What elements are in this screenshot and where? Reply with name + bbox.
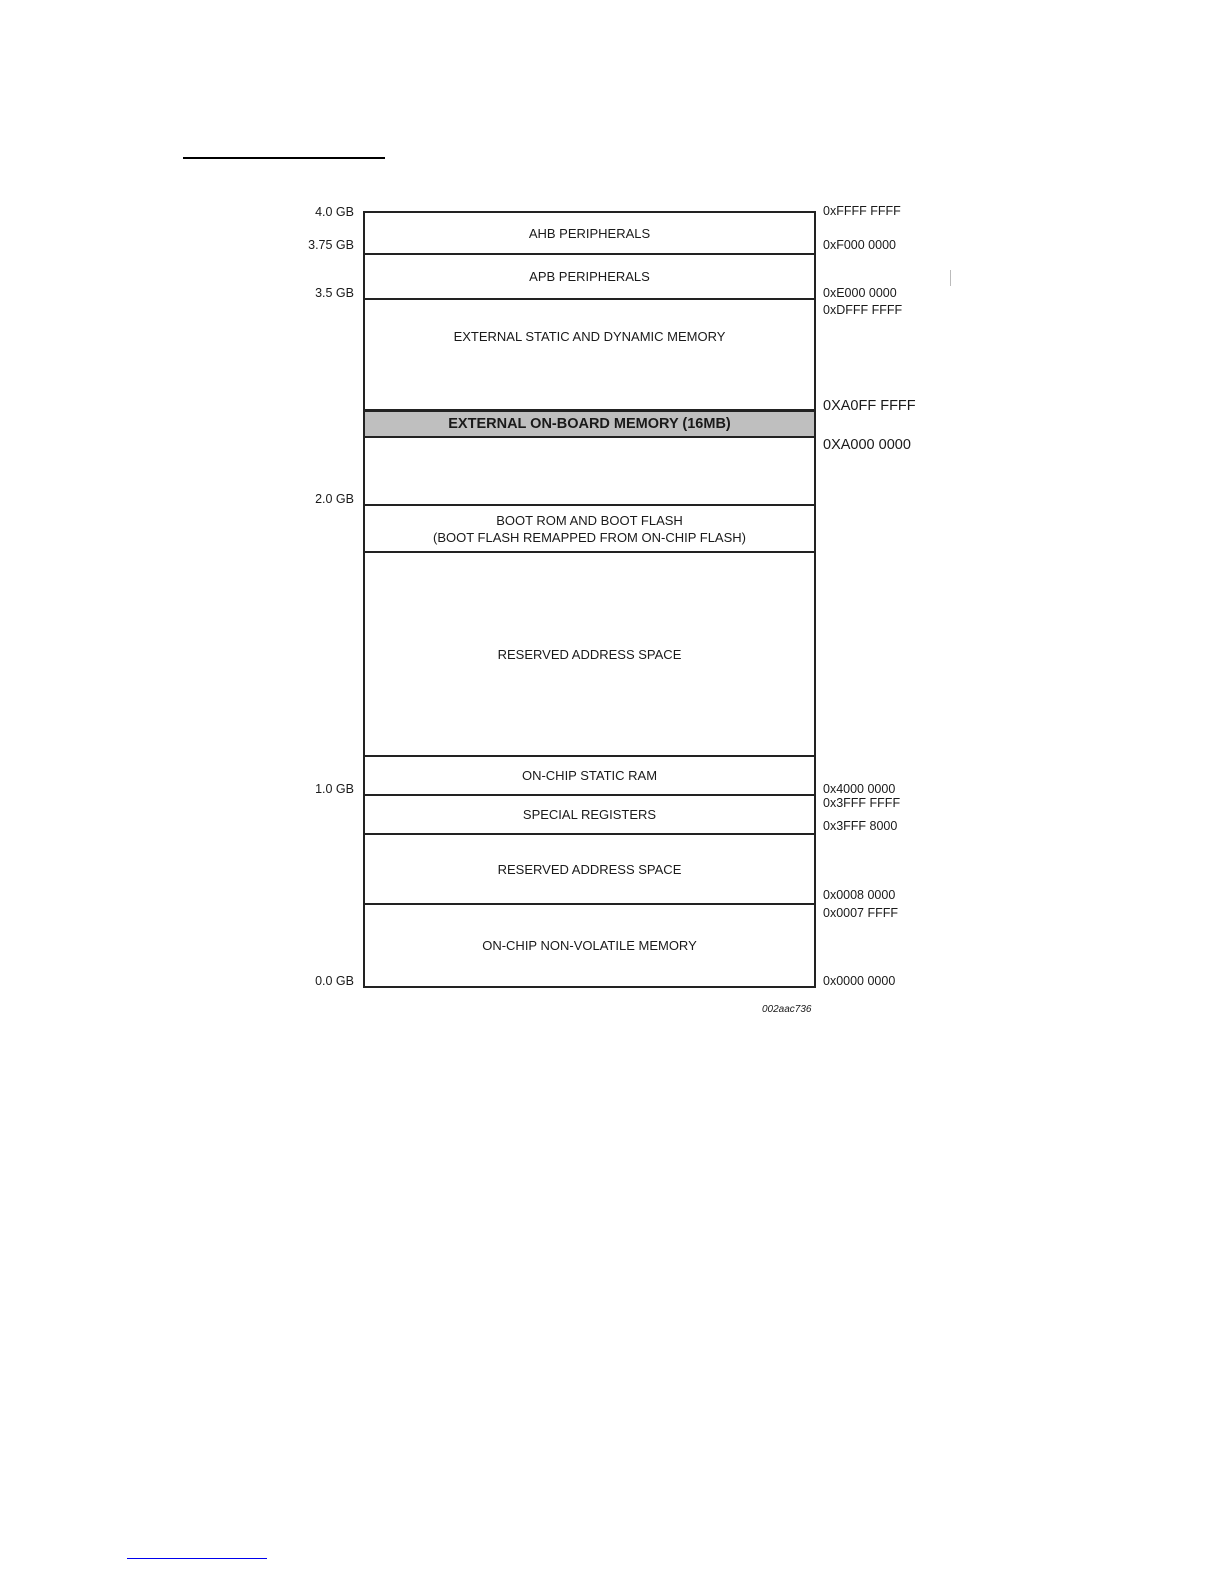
region-reserved-address-space-upper: RESERVED ADDRESS SPACE — [365, 553, 814, 757]
region-external-onboard-memory: EXTERNAL ON-BOARD MEMORY (16MB) — [365, 410, 814, 438]
region-sublabel: (BOOT FLASH REMAPPED FROM ON-CHIP FLASH) — [432, 529, 746, 545]
figure-id: 002aac736 — [762, 1004, 812, 1015]
region-label: APB PERIPHERALS — [529, 269, 650, 284]
left-label-3-75gb: 3.75 GB — [308, 238, 354, 252]
region-boot-rom-flash: BOOT ROM AND BOOT FLASH (BOOT FLASH REMA… — [365, 506, 814, 553]
right-label-a0000000: 0XA000 0000 — [823, 437, 911, 453]
region-reserved-address-space-lower: RESERVED ADDRESS SPACE — [365, 835, 814, 905]
right-label-e0000000: 0xE000 0000 — [823, 286, 897, 300]
region-label: SPECIAL REGISTERS — [522, 807, 657, 822]
right-label-3fff8000: 0x3FFF 8000 — [823, 819, 898, 833]
scan-artifact — [950, 270, 951, 286]
right-label-f0000000: 0xF000 0000 — [823, 238, 896, 252]
left-label-1gb: 1.0 GB — [315, 782, 354, 796]
right-label-ffffffff: 0xFFFF FFFF — [823, 204, 901, 218]
region-label: RESERVED ADDRESS SPACE — [497, 646, 682, 662]
region-external-static-dynamic-memory: EXTERNAL STATIC AND DYNAMIC MEMORY — [365, 300, 814, 411]
right-label-a0ffffff: 0XA0FF FFFF — [823, 398, 916, 414]
right-label-00080000: 0x0008 0000 — [823, 888, 896, 902]
region-ahb-peripherals: AHB PERIPHERALS — [365, 213, 814, 255]
footer-link-underline — [127, 1558, 267, 1559]
left-label-0gb: 0.0 GB — [315, 974, 354, 988]
right-label-00000000: 0x0000 0000 — [823, 974, 896, 988]
region-label: RESERVED ADDRESS SPACE — [497, 861, 682, 877]
left-label-3-5gb: 3.5 GB — [315, 286, 354, 300]
right-label-0007ffff: 0x0007 FFFF — [823, 906, 899, 920]
region-label: ON-CHIP NON-VOLATILE MEMORY — [482, 938, 697, 953]
region-unlabeled — [365, 438, 814, 506]
left-label-2gb: 2.0 GB — [315, 492, 354, 506]
right-label-3fffffff: 0x3FFF FFFF — [823, 796, 901, 810]
memory-map: AHB PERIPHERALS APB PERIPHERALS EXTERNAL… — [363, 211, 816, 988]
right-label-40000000: 0x4000 0000 — [823, 782, 896, 796]
region-label: BOOT ROM AND BOOT FLASH — [496, 512, 683, 528]
region-apb-peripherals: APB PERIPHERALS — [365, 255, 814, 300]
region-onchip-nonvolatile-memory: ON-CHIP NON-VOLATILE MEMORY — [365, 905, 814, 986]
region-label: ON-CHIP STATIC RAM — [521, 768, 658, 783]
region-label: EXTERNAL STATIC AND DYNAMIC MEMORY — [453, 329, 726, 344]
region-onchip-static-ram: ON-CHIP STATIC RAM — [365, 757, 814, 796]
left-label-4gb: 4.0 GB — [315, 205, 354, 219]
region-special-registers: SPECIAL REGISTERS — [365, 796, 814, 835]
top-rule — [183, 157, 385, 159]
region-label: EXTERNAL ON-BOARD MEMORY (16MB) — [448, 415, 731, 432]
region-label: AHB PERIPHERALS — [528, 225, 651, 241]
right-label-dfffffff: 0xDFFF FFFF — [823, 303, 903, 317]
